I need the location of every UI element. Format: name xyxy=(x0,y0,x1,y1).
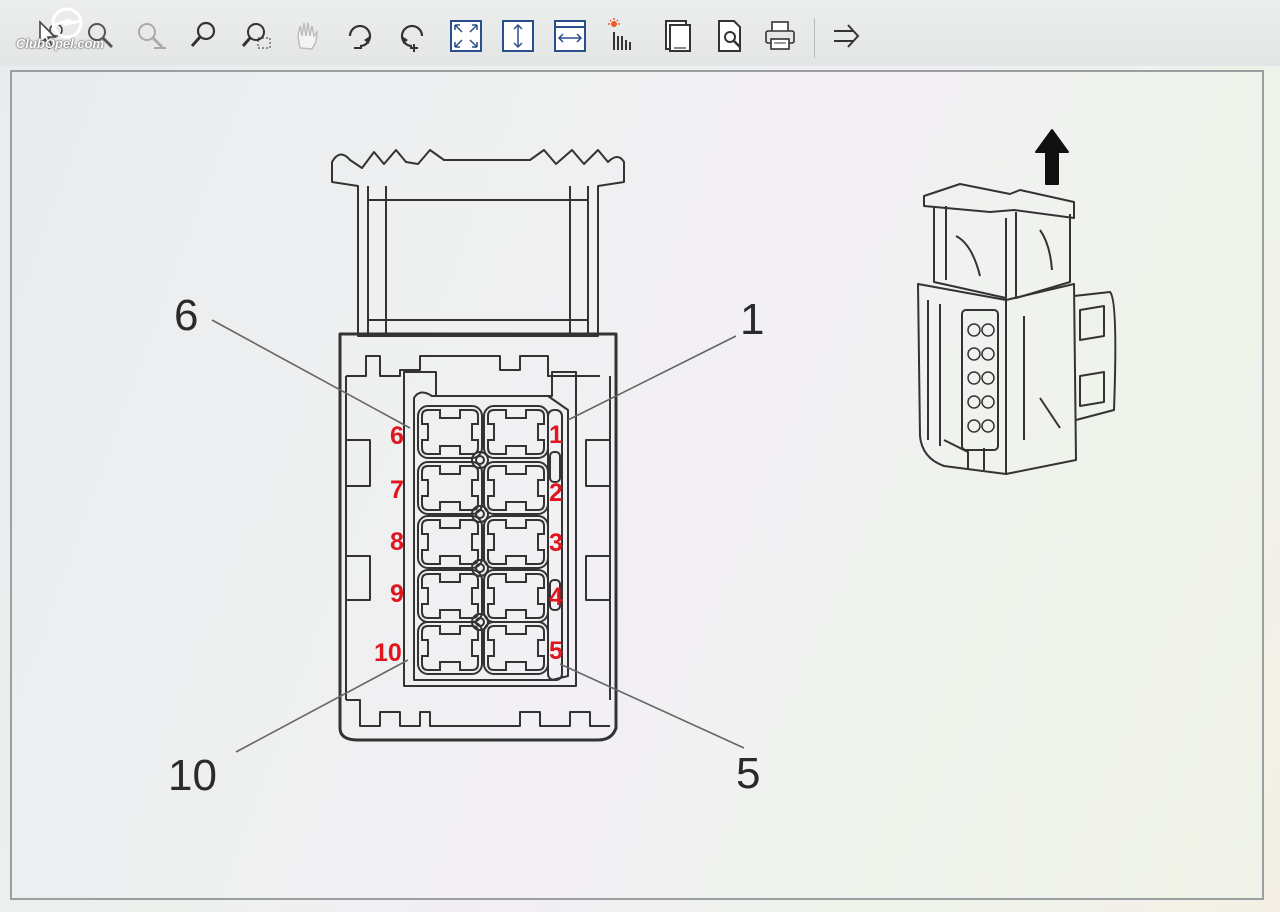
terminal-frame xyxy=(403,371,577,687)
pin-label-8: 8 xyxy=(390,528,404,556)
toolbar: ClubOpel.com xyxy=(0,0,1280,66)
magnifier-icon[interactable] xyxy=(184,16,224,56)
connector-top-latch xyxy=(331,149,625,337)
rotate-ccw-icon[interactable] xyxy=(340,16,380,56)
zoom-out-icon[interactable] xyxy=(130,16,170,56)
pin-label-2: 2 xyxy=(549,479,563,507)
watermark-logo-icon xyxy=(51,7,83,39)
cavity-outline xyxy=(483,405,549,459)
pin-label-10: 10 xyxy=(374,639,402,667)
rotate-cw-icon[interactable] xyxy=(392,16,432,56)
pin-label-4: 4 xyxy=(549,583,563,611)
keying-post xyxy=(471,559,489,577)
cavity-outline xyxy=(417,621,483,675)
forward-arrow-icon[interactable] xyxy=(826,16,866,56)
pin-cavity xyxy=(421,573,479,619)
cavity-outline xyxy=(483,621,549,675)
keying-post-inner xyxy=(475,509,485,519)
callout-6: 6 xyxy=(174,291,198,340)
pin-label-9: 9 xyxy=(390,580,404,608)
leader-line-10 xyxy=(235,659,409,753)
keying-post xyxy=(471,613,489,631)
pin-cavity xyxy=(421,465,479,511)
diagram-canvas xyxy=(10,70,1264,900)
page-view-icon[interactable] xyxy=(658,16,698,56)
up-arrow-icon xyxy=(1035,129,1069,185)
keying-post-inner xyxy=(475,563,485,573)
zoom-region-icon[interactable] xyxy=(236,16,276,56)
pin-label-1: 1 xyxy=(549,421,563,449)
callout-1: 1 xyxy=(740,295,764,344)
pin-label-5: 5 xyxy=(549,637,563,665)
highlight-icon[interactable] xyxy=(600,16,640,56)
cavity-outline xyxy=(417,405,483,459)
cavity-outline xyxy=(417,461,483,515)
keying-post xyxy=(471,505,489,523)
pin-cavity xyxy=(487,465,545,511)
fit-width-icon[interactable] xyxy=(550,16,590,56)
leader-line-6 xyxy=(211,319,411,429)
connector-3d-view xyxy=(917,129,1117,475)
keying-post-inner xyxy=(475,617,485,627)
toolbar-separator xyxy=(814,18,815,58)
pin-cavity xyxy=(421,519,479,565)
keying-post-inner xyxy=(475,455,485,465)
keying-post xyxy=(471,451,489,469)
watermark-text: ClubOpel.com xyxy=(16,36,105,51)
leader-line-5 xyxy=(559,663,745,749)
pin-cavity xyxy=(487,625,545,671)
cavity-outline xyxy=(417,515,483,569)
connector-housing xyxy=(338,332,618,742)
callout-5: 5 xyxy=(736,749,760,798)
callout-10: 10 xyxy=(168,751,217,800)
cavity-outline xyxy=(483,515,549,569)
fit-height-icon[interactable] xyxy=(498,16,538,56)
pin-cavity xyxy=(487,409,545,455)
pin-cavity xyxy=(421,409,479,455)
pan-hand-icon[interactable] xyxy=(288,16,328,56)
leader-line-1 xyxy=(567,335,737,421)
pin-cavity xyxy=(421,625,479,671)
cavity-outline xyxy=(483,461,549,515)
fit-page-icon[interactable] xyxy=(446,16,486,56)
print-preview-icon[interactable] xyxy=(710,16,750,56)
pin-cavity xyxy=(487,519,545,565)
pin-label-6: 6 xyxy=(390,422,404,450)
print-icon[interactable] xyxy=(760,16,800,56)
pin-label-3: 3 xyxy=(549,529,563,557)
pin-cavity xyxy=(487,573,545,619)
pin-cavities xyxy=(417,405,549,675)
zoom-in-icon[interactable] xyxy=(80,16,120,56)
pin-label-7: 7 xyxy=(390,476,404,504)
